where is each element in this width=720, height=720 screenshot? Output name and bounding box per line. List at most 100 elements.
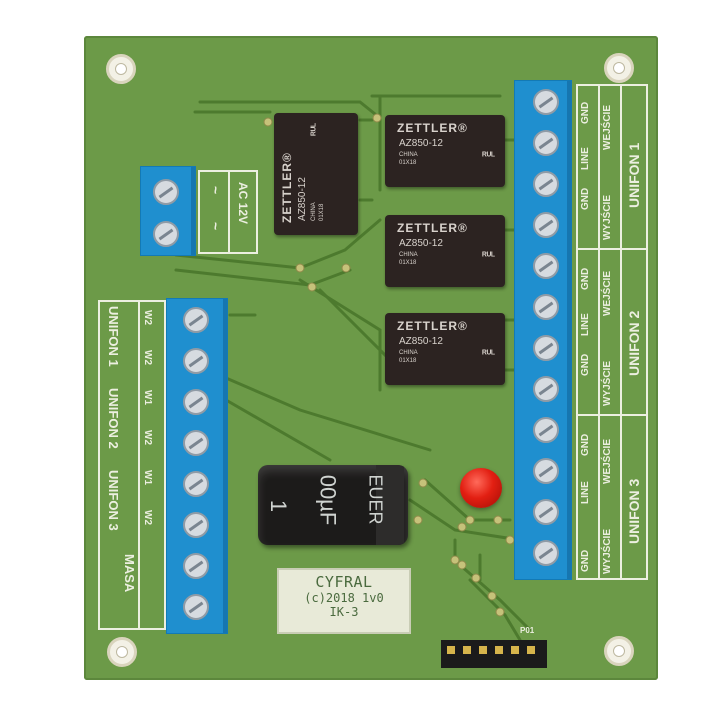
relay-model: AZ850-12 <box>399 336 443 347</box>
terminal-screw[interactable] <box>533 212 559 238</box>
label-left-w2: W2 <box>142 510 153 525</box>
cyfral-title: CYFRAL <box>315 573 373 591</box>
pin-header[interactable] <box>441 640 547 668</box>
left-label-frame <box>98 300 166 630</box>
relay-brand: ZETTLER® <box>280 152 294 223</box>
relay-code: 01X18 <box>399 160 417 166</box>
label-line: LINE <box>580 147 591 170</box>
label-wyjscie: WYJŚCIE <box>602 194 613 240</box>
relay-2: ZETTLER® AZ850-12 CHINA 01X18 ᴿᵁᴸ <box>385 115 505 187</box>
label-left-w2: W2 <box>142 430 153 445</box>
label-wejscie: WEJŚCIE <box>602 270 613 316</box>
terminal-screw[interactable] <box>533 89 559 115</box>
terminal-screw[interactable] <box>153 221 179 247</box>
cyfral-copyright: (c)2018 1v0 <box>304 591 384 605</box>
header-pin <box>495 646 503 654</box>
relay-origin: CHINA <box>399 152 418 158</box>
label-wejscie: WEJŚCIE <box>602 104 613 150</box>
terminal-screw[interactable] <box>533 499 559 525</box>
label-left-unifon-3: UNIFON 3 <box>106 470 121 531</box>
power-label: AC 12V <box>236 182 250 225</box>
terminal-screw[interactable] <box>153 179 179 205</box>
capacitor-text-1: 1 <box>266 499 292 513</box>
terminal-screw[interactable] <box>533 376 559 402</box>
header-pin <box>511 646 519 654</box>
label-wyjscie: WYJŚCIE <box>602 528 613 574</box>
relay-model: AZ850-12 <box>399 238 443 249</box>
right-label-frame <box>576 84 648 580</box>
power-label-divider <box>228 170 230 254</box>
cyfral-label: CYFRAL (c)2018 1v0 IK-3 <box>277 568 411 634</box>
label-left-w1: W1 <box>142 470 153 485</box>
label-unifon-1: UNIFON 1 <box>626 142 642 208</box>
label-unifon-3: UNIFON 3 <box>626 478 642 544</box>
relay-brand: ZETTLER® <box>397 221 468 235</box>
label-gnd: GND <box>580 433 591 456</box>
terminal-screw[interactable] <box>183 348 209 374</box>
relay-4: ZETTLER® AZ850-12 CHINA 01X18 ᴿᵁᴸ <box>385 313 505 385</box>
terminal-screw[interactable] <box>183 307 209 333</box>
label-wyjscie: WYJŚCIE <box>602 360 613 406</box>
terminal-screw[interactable] <box>533 171 559 197</box>
relay-code: 01X18 <box>319 203 325 221</box>
power-symbol: ~ <box>208 186 224 195</box>
relay-origin: CHINA <box>311 202 317 221</box>
relay-code: 01X18 <box>399 260 417 266</box>
electrolytic-capacitor: 1 00µF EUER <box>258 465 408 545</box>
red-led <box>460 468 502 508</box>
label-gnd: GND <box>580 101 591 124</box>
terminal-screw[interactable] <box>183 512 209 538</box>
relay-brand: ZETTLER® <box>397 121 468 135</box>
header-pin <box>479 646 487 654</box>
label-gnd: GND <box>580 549 591 572</box>
label-line: LINE <box>580 313 591 336</box>
label-left-w2: W2 <box>142 310 153 325</box>
header-label: P01 <box>520 626 535 635</box>
relay-3: ZETTLER® AZ850-12 CHINA 01X18 ᴿᵁᴸ <box>385 215 505 287</box>
label-left-w2: W2 <box>142 350 153 365</box>
label-left-unifon-2: UNIFON 2 <box>106 388 121 449</box>
terminal-screw[interactable] <box>183 553 209 579</box>
terminal-screw[interactable] <box>533 540 559 566</box>
relay-ul-mark: ᴿᵁᴸ <box>482 349 495 360</box>
header-pin <box>447 646 455 654</box>
label-gnd: GND <box>580 187 591 210</box>
power-symbol: ~ <box>208 222 224 231</box>
relay-brand: ZETTLER® <box>397 319 468 333</box>
label-wejscie: WEJŚCIE <box>602 438 613 484</box>
right-label-col-divider <box>598 84 600 580</box>
relay-ul-mark: ᴿᵁᴸ <box>482 251 495 262</box>
capacitor-text-2: 00µF <box>315 474 341 526</box>
capacitor-stripe <box>376 465 404 545</box>
terminal-screw[interactable] <box>183 471 209 497</box>
label-gnd: GND <box>580 267 591 290</box>
terminal-screw[interactable] <box>183 594 209 620</box>
terminal-screw[interactable] <box>183 430 209 456</box>
relay-ul-mark: ᴿᵁᴸ <box>482 151 495 162</box>
mounting-hole-top-left <box>106 54 136 84</box>
label-left-masa: MASA <box>122 554 137 593</box>
relay-origin: CHINA <box>399 252 418 258</box>
left-terminal-block <box>166 298 228 634</box>
mounting-hole-top-right <box>604 53 634 83</box>
terminal-screw[interactable] <box>533 294 559 320</box>
terminal-screw[interactable] <box>533 253 559 279</box>
right-label-row-divider <box>576 248 648 250</box>
relay-ul-mark: ᴿᵁᴸ <box>310 123 321 136</box>
relay-1: ZETTLER® AZ850-12 CHINA 01X18 ᴿᵁᴸ <box>274 113 358 235</box>
left-label-col-divider <box>138 300 140 630</box>
right-label-col-divider <box>620 84 622 580</box>
label-unifon-2: UNIFON 2 <box>626 310 642 376</box>
label-left-w1: W1 <box>142 390 153 405</box>
terminal-screw[interactable] <box>533 335 559 361</box>
terminal-screw[interactable] <box>533 417 559 443</box>
label-gnd: GND <box>580 353 591 376</box>
terminal-screw[interactable] <box>533 130 559 156</box>
cyfral-model: IK-3 <box>329 605 359 619</box>
terminal-screw[interactable] <box>533 458 559 484</box>
power-terminal-block <box>140 166 196 256</box>
relay-model: AZ850-12 <box>399 138 443 149</box>
terminal-screw[interactable] <box>183 389 209 415</box>
mounting-hole-bottom-left <box>107 637 137 667</box>
